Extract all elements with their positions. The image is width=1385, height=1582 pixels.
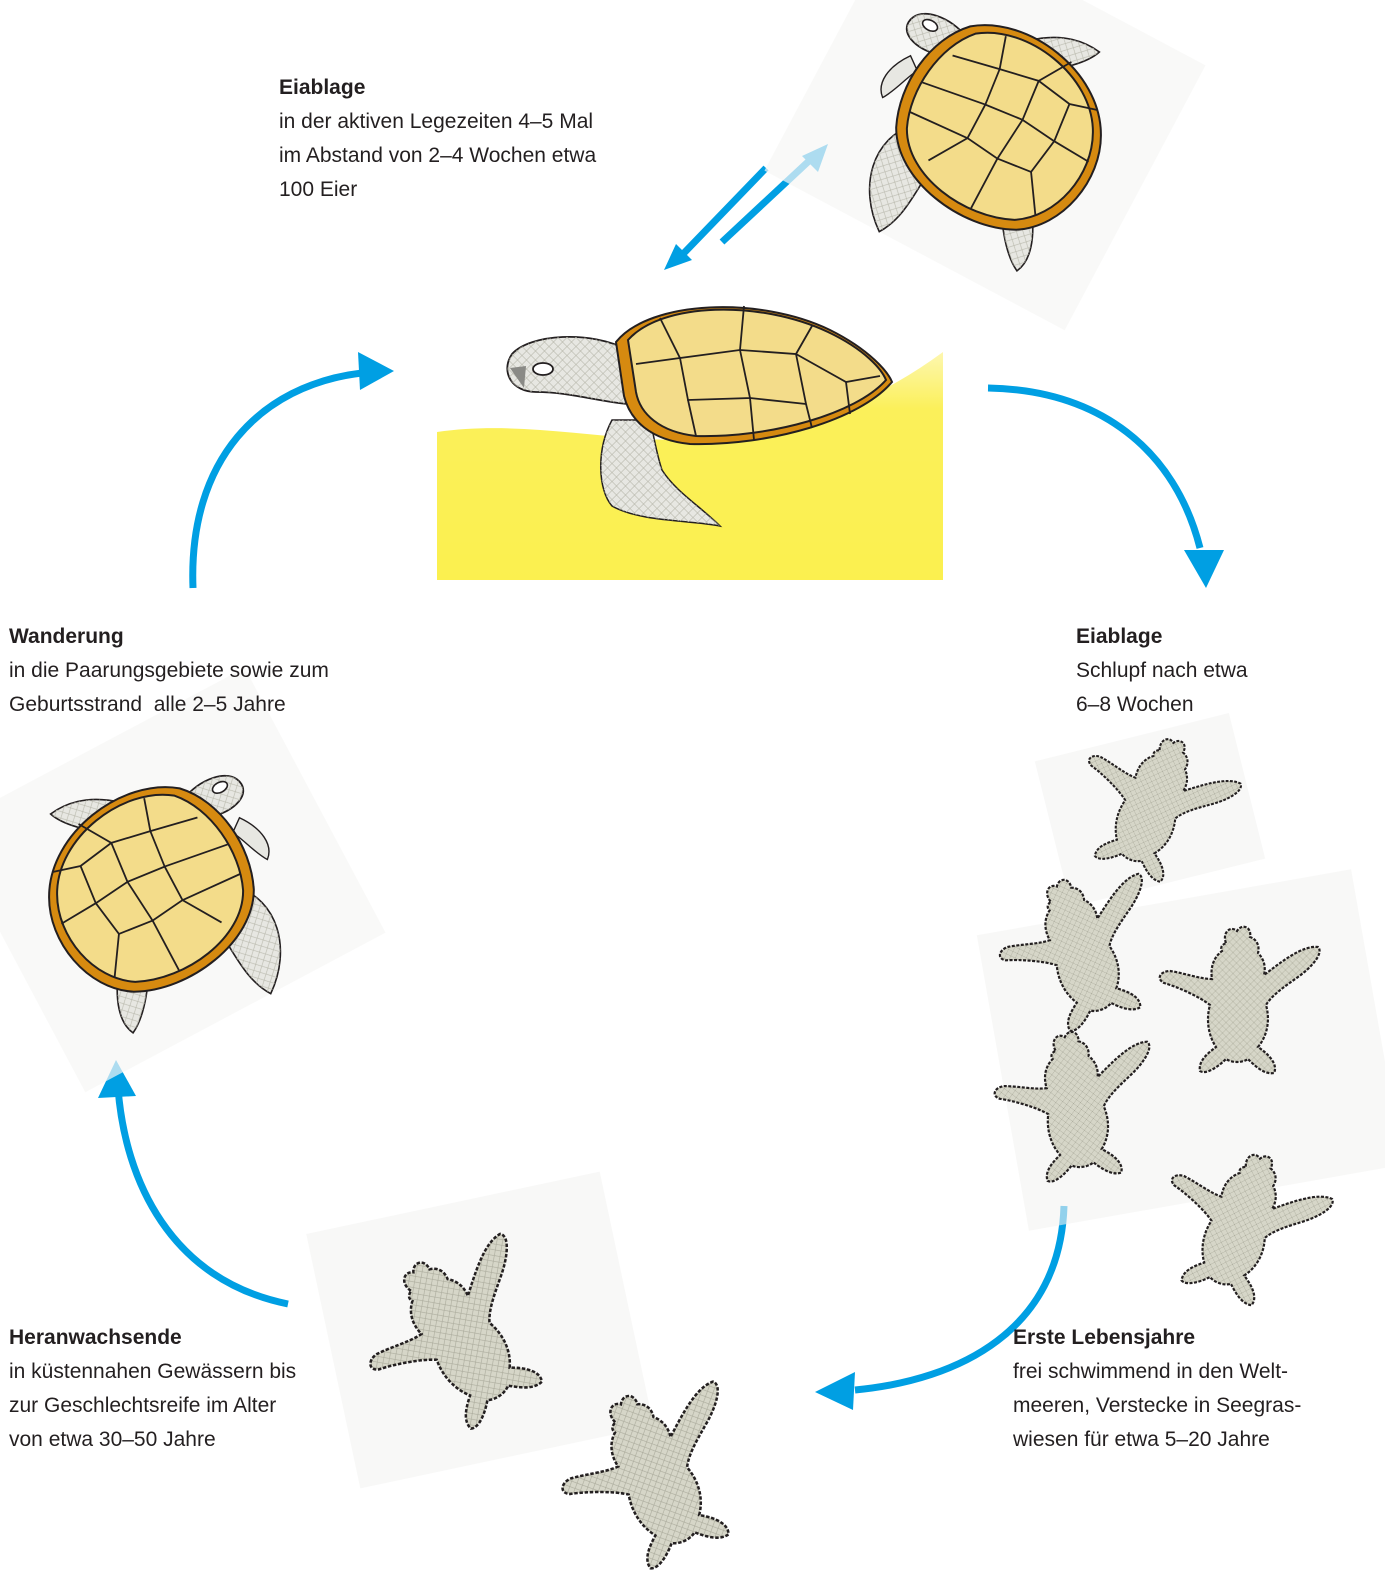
- stage-text-line: in der aktiven Legezeiten 4–5 Mal: [279, 105, 596, 139]
- stage-label-heranwachsende: Heranwachsende in küstennahen Gewässern …: [9, 1321, 296, 1457]
- arrow-icon: [988, 388, 1200, 548]
- stage-text-line: in die Paarungsgebiete sowie zum: [9, 654, 329, 688]
- arrow-icon: [193, 373, 362, 588]
- stage-label-erste-lebensjahre: Erste Lebensjahre frei schwimmend in den…: [1013, 1321, 1301, 1457]
- stage-title: Heranwachsende: [9, 1321, 296, 1355]
- stage-text-line: meeren, Verstecke in Seegras-: [1013, 1389, 1301, 1423]
- stage-label-eiablage-top: Eiablage in der aktiven Legezeiten 4–5 M…: [279, 71, 596, 207]
- stage-label-wanderung: Wanderung in die Paarungsgebiete sowie z…: [9, 620, 329, 722]
- stage-text-line: in küstennahen Gewässern bis: [9, 1355, 296, 1389]
- stage-text-line: wiesen für etwa 5–20 Jahre: [1013, 1423, 1301, 1457]
- stage-title: Eiablage: [1076, 620, 1248, 654]
- stage-text-line: Schlupf nach etwa: [1076, 654, 1248, 688]
- stage-text-line: im Abstand von 2–4 Wochen etwa: [279, 139, 596, 173]
- juveniles-group: [306, 1172, 776, 1582]
- stage-text-line: frei schwimmend in den Welt-: [1013, 1355, 1301, 1389]
- stage-title: Eiablage: [279, 71, 596, 105]
- stage-title: Wanderung: [9, 620, 329, 654]
- sea-turtle-icon: [764, 0, 1205, 330]
- sea-turtle-icon: [0, 668, 386, 1093]
- stage-title: Erste Lebensjahre: [1013, 1321, 1301, 1355]
- stage-text-line: 6–8 Wochen: [1076, 688, 1248, 722]
- stage-label-eiablage-right: Eiablage Schlupf nach etwa 6–8 Wochen: [1076, 620, 1248, 722]
- stage-text-line: 100 Eier: [279, 173, 596, 207]
- stage-text-line: Geburtsstrand alle 2–5 Jahre: [9, 688, 329, 722]
- hatchlings-group: [977, 713, 1385, 1319]
- arrow-icon: [118, 1088, 288, 1304]
- stage-text-line: zur Geschlechtsreife im Alter: [9, 1389, 296, 1423]
- stage-text-line: von etwa 30–50 Jahre: [9, 1423, 296, 1457]
- nesting-turtle-icon: [437, 306, 943, 580]
